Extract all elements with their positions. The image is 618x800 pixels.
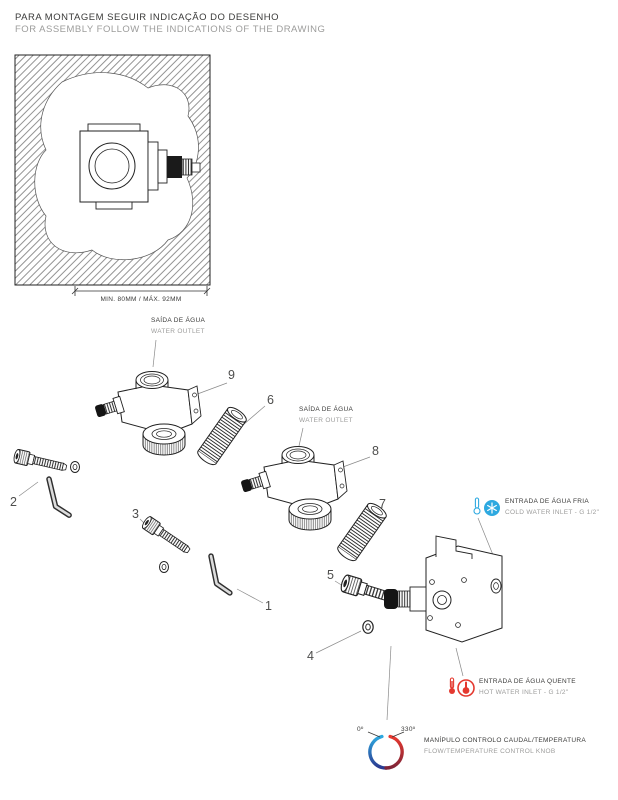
washer-4-drawing — [362, 620, 374, 634]
header-title-en: FOR ASSEMBLY FOLLOW THE INDICATIONS OF T… — [15, 24, 326, 35]
control-knob-label-en: FLOW/TEMPERATURE CONTROL KNOB — [424, 748, 556, 755]
header-title-pt: PARA MONTAGEM SEGUIR INDICAÇÃO DO DESENH… — [15, 12, 280, 23]
hex-key-2-drawing — [47, 479, 71, 515]
part-number-4: 4 — [307, 649, 314, 663]
snowflake-icon — [484, 500, 500, 516]
hot-water-inlet-label-pt: ENTRADA DE ÁGUA QUENTE — [479, 678, 576, 685]
extension-nipple-6-drawing — [194, 404, 250, 468]
water-outlet-2-label-pt: SAÍDA DE ÁGUA — [299, 406, 354, 413]
water-outlet-2-label-en: WATER OUTLET — [299, 417, 353, 424]
main-valve-body-drawing — [384, 535, 503, 643]
hot-water-inlet-label-en: HOT WATER INLET - G 1/2" — [479, 689, 569, 696]
part-number-9: 9 — [228, 368, 235, 382]
part-number-5: 5 — [327, 568, 334, 582]
gauge-min-label: 0º — [357, 726, 364, 733]
part-number-7: 7 — [379, 497, 386, 511]
hex-key-1-drawing — [208, 556, 233, 593]
temperature-arc-gauge — [367, 731, 405, 770]
dimension-line — [71, 286, 211, 296]
part-number-3: 3 — [132, 507, 139, 521]
part-number-1: 1 — [265, 599, 272, 613]
washer-3-drawing — [159, 561, 169, 573]
gauge-max-label: 330º — [401, 726, 416, 733]
water-outlet-1-label-en: WATER OUTLET — [151, 328, 205, 335]
part-number-2: 2 — [10, 495, 17, 509]
valve-8-drawing — [239, 446, 348, 531]
hot-badge-icon — [457, 679, 475, 697]
hot-thermometer-icon — [449, 677, 455, 694]
part-number-8: 8 — [372, 444, 379, 458]
dimension-label: MIN. 80MM / MÁX. 92MM — [100, 296, 182, 303]
control-knob-label-pt: MANÍPULO CONTROLO CAUDAL/TEMPERATURA — [424, 737, 587, 744]
screw-3-drawing — [140, 514, 194, 558]
cold-water-inlet-label-en: COLD WATER INLET - G 1/2" — [505, 509, 600, 516]
wall-section-drawing — [14, 54, 211, 286]
screw-2-drawing — [12, 448, 69, 475]
recessed-valve-front-view — [79, 123, 201, 210]
cold-water-inlet-label-pt: ENTRADA DE ÁGUA FRIA — [505, 498, 590, 505]
part-number-6: 6 — [267, 393, 274, 407]
cold-thermometer-icon — [473, 497, 481, 515]
valve-9-drawing — [93, 371, 202, 456]
water-outlet-1-label-pt: SAÍDA DE ÁGUA — [151, 317, 206, 324]
washer-2-drawing — [70, 461, 80, 473]
leader-lines — [18, 339, 494, 721]
